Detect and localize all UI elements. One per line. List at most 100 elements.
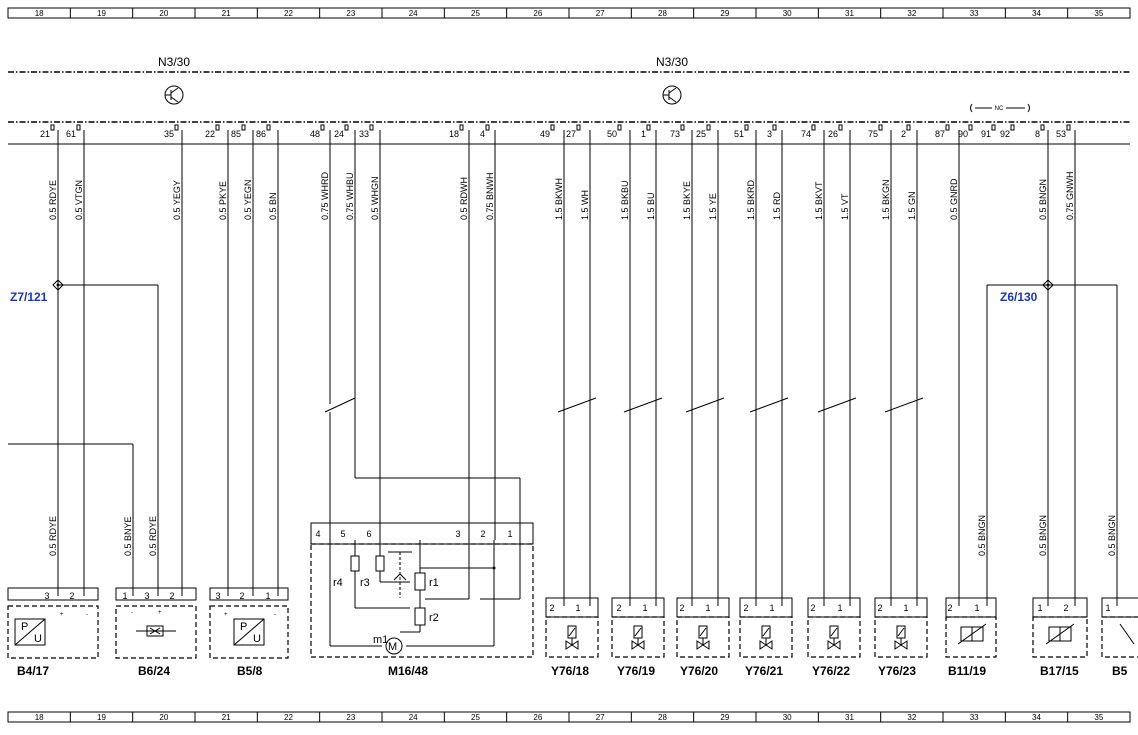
connector-pin-number: 1 [903, 603, 908, 613]
pin-terminal [485, 124, 490, 131]
grid-number: 19 [97, 9, 106, 18]
grid-number: 20 [159, 9, 168, 18]
connector-pin-number: 2 [549, 603, 554, 613]
component-label: B6/24 [138, 664, 170, 678]
wires [8, 130, 1118, 606]
component-label: Y76/18 [551, 664, 589, 678]
twist-mark [623, 397, 663, 413]
wire-label: 0.5 WHGN [370, 176, 380, 220]
ecu-pin-number: 25 [696, 129, 706, 139]
pin-terminal [617, 124, 622, 131]
twist-mark [817, 397, 857, 413]
wire-label: 1.5 WH [580, 190, 590, 220]
pin-terminal [174, 124, 179, 131]
component-label: Y76/21 [745, 664, 783, 678]
ecu-pin-number: 1 [641, 129, 646, 139]
connector-pin-number: 2 [169, 591, 174, 601]
grid-number: 35 [1094, 9, 1103, 18]
sensor-p: P [240, 621, 247, 633]
label-m1: m1 [373, 634, 388, 646]
connector-pin-number: 1 [974, 603, 979, 613]
ecu-pin-number: 3 [767, 129, 772, 139]
nc-label: NC [995, 106, 1004, 112]
twist-mark [685, 397, 725, 413]
component-label: B5 [1112, 664, 1128, 678]
ecu-label-right: N3/30 [656, 55, 688, 69]
ecu-pin-number: 33 [359, 129, 369, 139]
connector-pin-number: 1 [575, 603, 580, 613]
pin-terminal [945, 124, 950, 131]
connector-housing [115, 587, 197, 601]
sensor-b6-24: - + [115, 605, 197, 659]
wire-label: 1.5 YE [708, 193, 718, 220]
pin-terminal [369, 124, 374, 131]
grid-number: 27 [596, 9, 605, 18]
component-label: B4/17 [17, 664, 49, 678]
solenoid-valve [739, 616, 793, 658]
pin-terminal [459, 124, 464, 131]
connector-pin-number: 1 [837, 603, 842, 613]
connector-pin-number: 1 [507, 529, 512, 539]
component-label: B11/19 [948, 664, 986, 678]
grid-number: 29 [720, 713, 729, 722]
ecu-pin-number: 87 [935, 129, 945, 139]
ecu-label-left: N3/30 [158, 55, 190, 69]
grid-number: 33 [970, 713, 979, 722]
connector-pin-number: 2 [743, 603, 748, 613]
grid-number: 26 [533, 713, 542, 722]
pin-terminal [344, 124, 349, 131]
ecu-pin-number: 73 [670, 129, 680, 139]
label-r3: r3 [360, 577, 370, 589]
sensor-u: U [253, 633, 261, 645]
motor-m: M [388, 641, 397, 653]
pin-terminal [706, 124, 711, 131]
wire-label: 0.5 RDYE [48, 516, 58, 556]
connector-housing [874, 597, 928, 618]
ecu-pin-number: 92 [1000, 129, 1010, 139]
connector-pin-number: 2 [947, 603, 952, 613]
pin-terminal [680, 124, 685, 131]
grid-number: 18 [35, 9, 44, 18]
pin-terminal [215, 124, 220, 131]
sensor-b5-8: P U + - [209, 605, 289, 659]
wire-label: 0.5 GNRD [949, 178, 959, 220]
wire-label: 0.5 VTGN [74, 180, 84, 220]
connectors [7, 522, 1138, 618]
sensor-b11-19 [945, 616, 997, 658]
grid-number: 22 [284, 9, 293, 18]
pin-terminal [550, 124, 555, 131]
wire-label: 0.5 BNGN [1038, 179, 1048, 220]
grid-number: 18 [35, 713, 44, 722]
polarity-plus: + [224, 612, 228, 618]
connector-pin-number: 6 [366, 529, 371, 539]
nc-bracket: NC [970, 103, 1030, 113]
pin-terminal [1066, 124, 1071, 131]
pin-terminal [1040, 124, 1045, 131]
polarity-plus: + [60, 612, 64, 618]
ecu-pin-number: 24 [334, 129, 344, 139]
twist-mark [884, 397, 924, 413]
grid-number: 25 [471, 713, 480, 722]
wire-label: 0.5 BNGN [1038, 515, 1048, 556]
connector-housing [807, 597, 861, 618]
wire-label: 1.5 BKBU [620, 180, 630, 220]
connector-pin-number: 2 [679, 603, 684, 613]
solenoid-valve [807, 616, 861, 658]
grid-number: 34 [1032, 713, 1041, 722]
transistor-icon [662, 85, 682, 105]
wire-label: 1.5 BKYE [682, 181, 692, 220]
grid-number: 24 [409, 9, 418, 18]
solenoid-valve [676, 616, 730, 658]
grid-number: 31 [845, 713, 854, 722]
motor-m16-48: M r4 r3 r1 r2 m1 [310, 540, 534, 658]
connector-pin-number: 1 [1037, 603, 1042, 613]
wire-label: 0.5 RDWH [459, 177, 469, 220]
grid-number: 23 [346, 713, 355, 722]
grid-number: 31 [845, 9, 854, 18]
wire-label: 1.5 VT [840, 193, 850, 220]
